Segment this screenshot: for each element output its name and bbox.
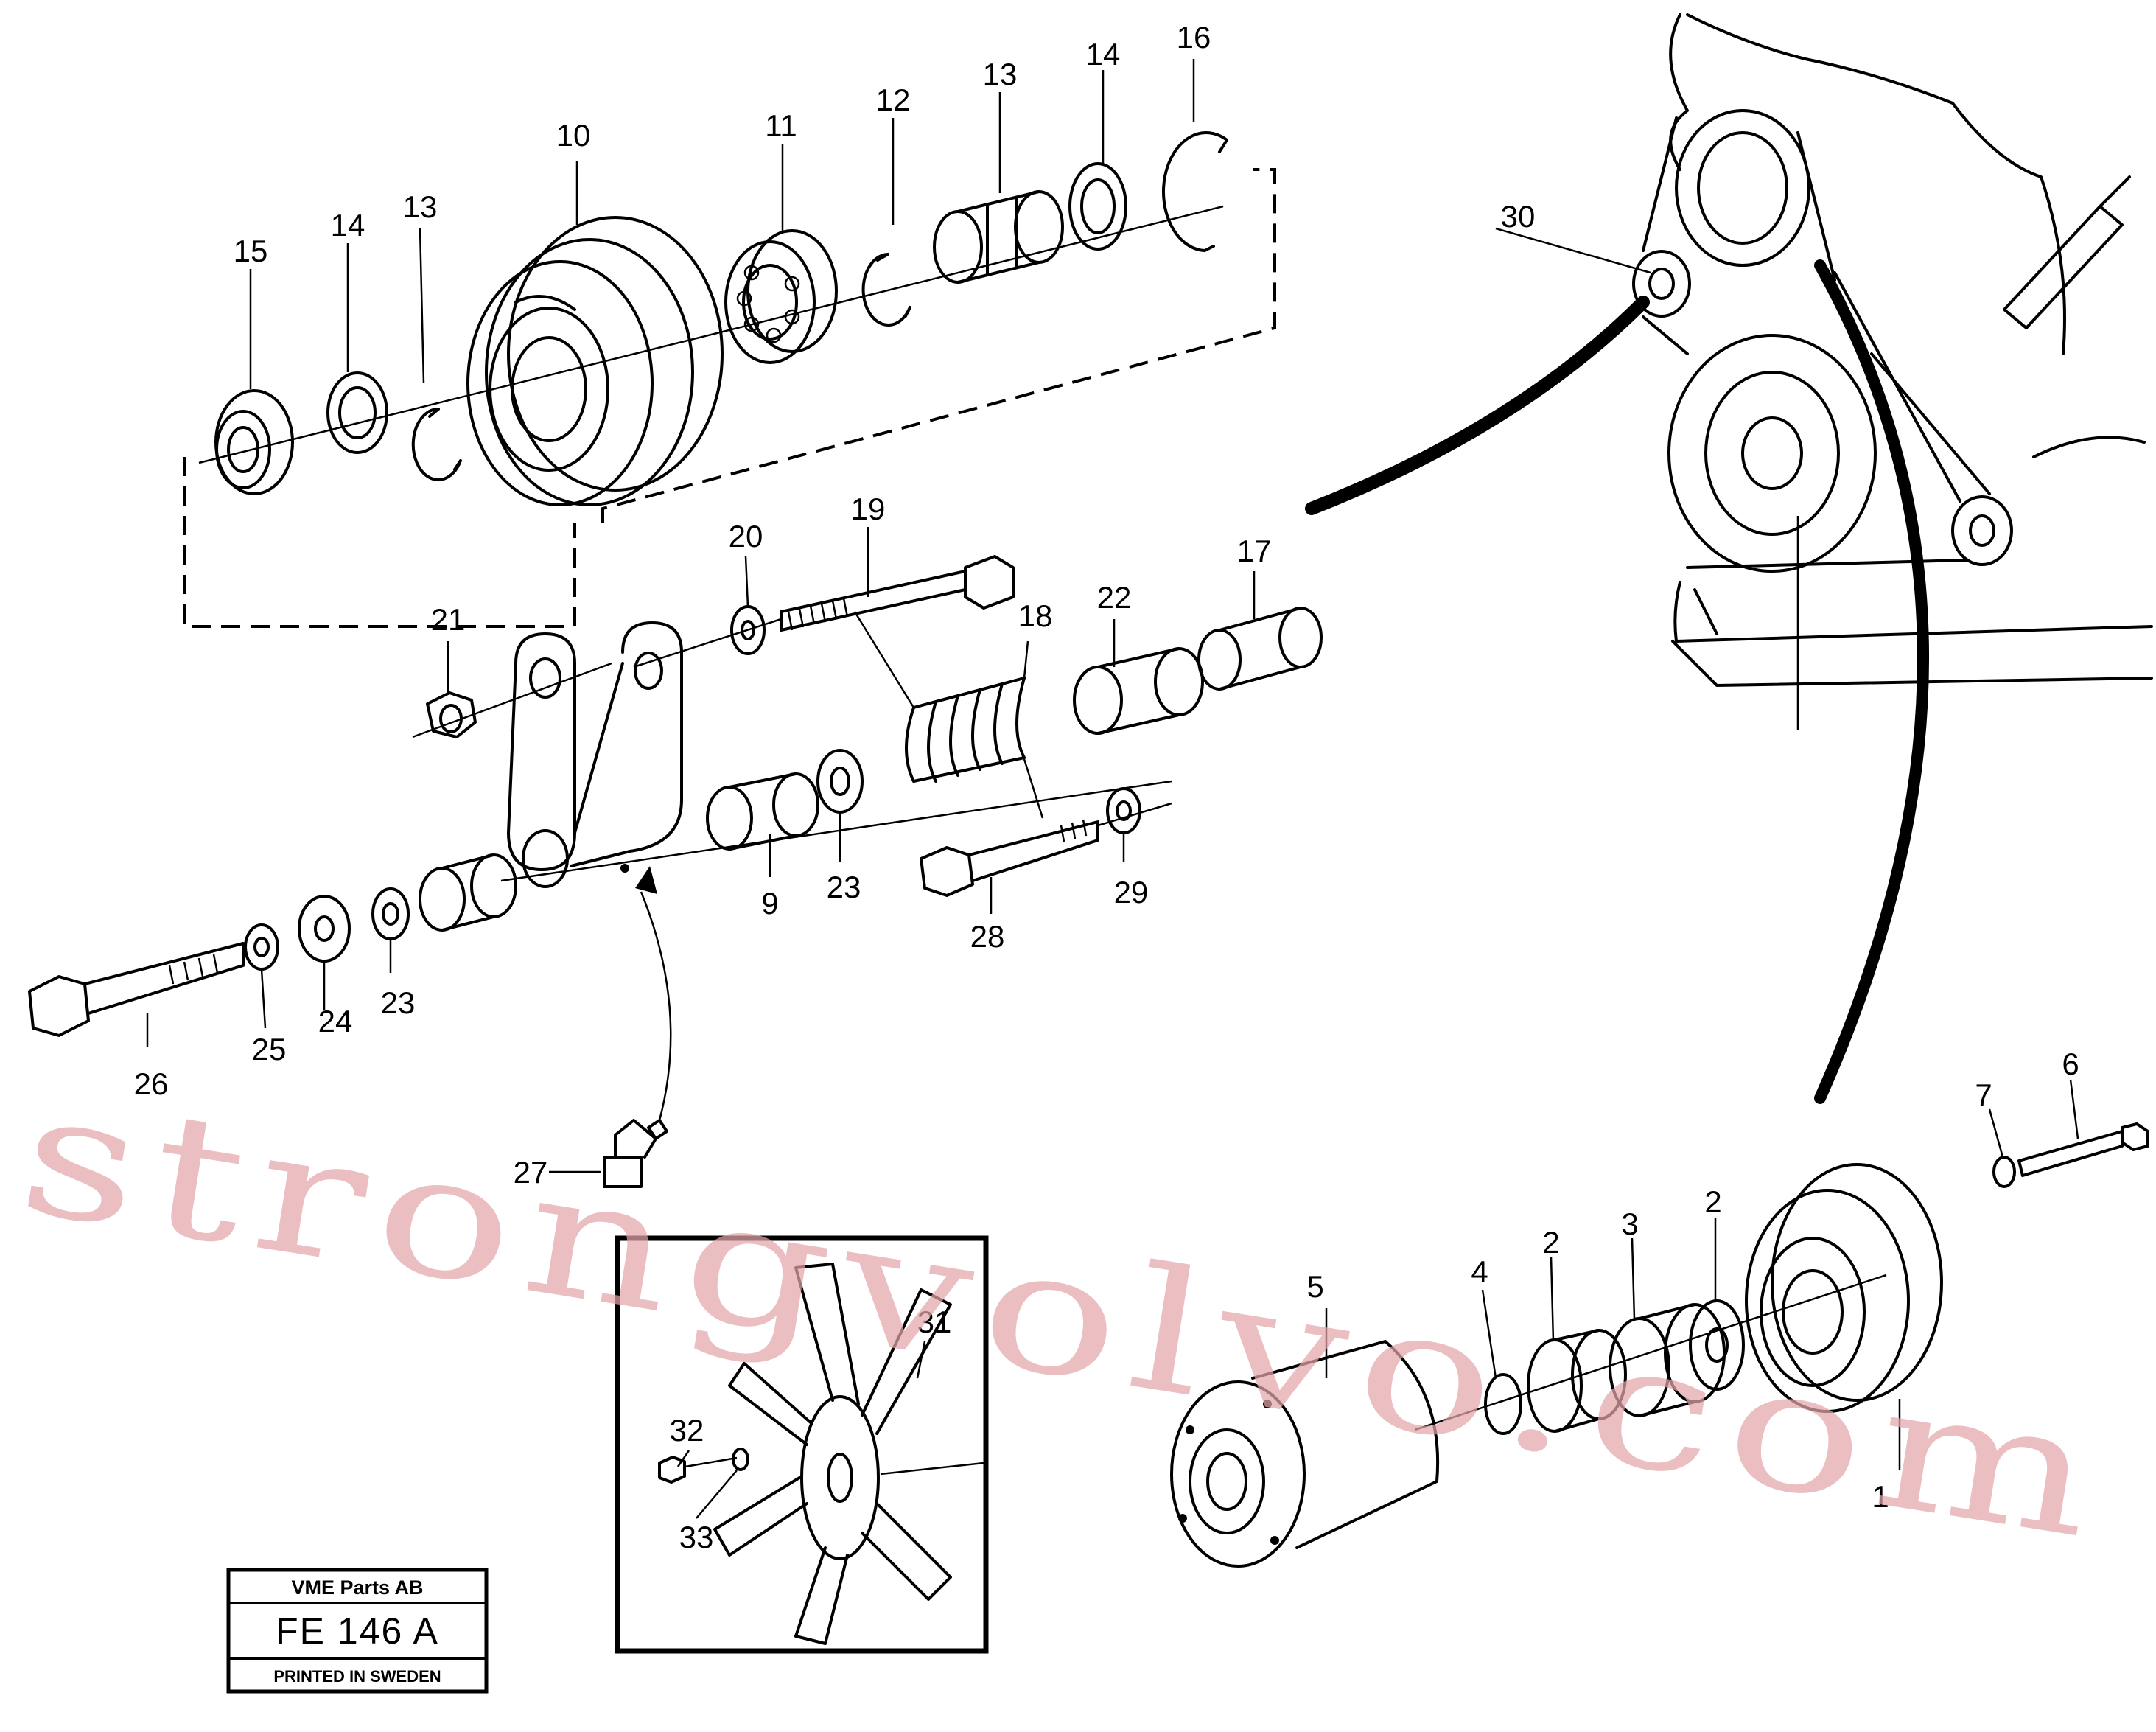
callout: 27 bbox=[514, 1155, 548, 1190]
stamp-printed: PRINTED IN SWEDEN bbox=[273, 1667, 441, 1686]
bolt-19 bbox=[780, 555, 1015, 632]
pulley-assembly-upper bbox=[183, 131, 1276, 628]
callout: 12 bbox=[876, 83, 911, 117]
seal-15 bbox=[214, 389, 294, 495]
bearing-11 bbox=[724, 229, 838, 364]
callout: 29 bbox=[1114, 875, 1149, 909]
bolt-26 bbox=[28, 942, 245, 1037]
ring-4 bbox=[1484, 1373, 1522, 1435]
bearing-3 bbox=[1609, 1303, 1726, 1417]
tensioner-arm bbox=[507, 621, 683, 888]
callout: 25 bbox=[252, 1032, 287, 1066]
circlip-16 bbox=[1162, 131, 1228, 252]
fan-inset bbox=[615, 1235, 989, 1654]
bushing-22 bbox=[1073, 647, 1204, 735]
bolt-28 bbox=[920, 802, 1172, 897]
engine-overview bbox=[1305, 13, 2153, 1104]
callout: 14 bbox=[1086, 37, 1121, 71]
nut-21 bbox=[426, 691, 477, 738]
sleeve-left bbox=[419, 853, 517, 932]
callout: 4 bbox=[1471, 1254, 1488, 1289]
spacer-2 bbox=[1527, 1329, 1627, 1433]
callouts: 1 2 2 3 4 5 6 7 9 10 11 12 13 13 14 14 1… bbox=[134, 20, 2079, 1554]
bearing-2 bbox=[1689, 1299, 1745, 1391]
washer-14-right bbox=[1068, 162, 1127, 251]
callout: 18 bbox=[1018, 598, 1053, 633]
callout: 2 bbox=[1704, 1184, 1721, 1219]
grease-nipple-27 bbox=[603, 1119, 668, 1188]
washer-7 bbox=[1992, 1156, 2016, 1188]
washer-25 bbox=[244, 923, 279, 971]
callout: 6 bbox=[2062, 1047, 2079, 1081]
callout: 28 bbox=[970, 919, 1005, 954]
callout: 20 bbox=[729, 519, 763, 554]
callout: 15 bbox=[234, 234, 268, 268]
callout: 1 bbox=[1872, 1479, 1889, 1514]
bushing-12 bbox=[933, 190, 1064, 284]
sleeve-17 bbox=[1197, 607, 1323, 691]
callout: 19 bbox=[851, 492, 886, 526]
washer-33 bbox=[732, 1448, 749, 1471]
callout: 10 bbox=[556, 118, 591, 153]
washer-23-right bbox=[816, 749, 864, 814]
washer-23-left bbox=[371, 887, 410, 940]
callout: 13 bbox=[403, 189, 438, 224]
pulley-10 bbox=[466, 216, 724, 506]
callout: 33 bbox=[679, 1520, 714, 1554]
callout: 16 bbox=[1177, 20, 1211, 55]
callout: 7 bbox=[1975, 1078, 1992, 1112]
callout: 23 bbox=[827, 870, 861, 904]
pulley-1 bbox=[1745, 1163, 1943, 1413]
leader-lines bbox=[146, 59, 2079, 1519]
housing-5 bbox=[1170, 1340, 1440, 1568]
stamp-box: VME Parts AB FE 146 A PRINTED IN SWEDEN bbox=[226, 1568, 489, 1694]
washer-14-left bbox=[326, 371, 388, 454]
circlip-13-left bbox=[411, 407, 462, 481]
callout: 23 bbox=[381, 985, 416, 1020]
callout: 26 bbox=[134, 1066, 169, 1101]
callout: 3 bbox=[1621, 1207, 1638, 1241]
callout: 14 bbox=[331, 208, 365, 242]
circlip-13-right bbox=[861, 253, 911, 327]
stamp-company: VME Parts AB bbox=[291, 1576, 423, 1599]
callout: 17 bbox=[1237, 534, 1272, 568]
fan-31 bbox=[713, 1263, 984, 1645]
callout: 2 bbox=[1542, 1225, 1559, 1260]
washer-29 bbox=[1106, 787, 1141, 834]
callout: 31 bbox=[917, 1305, 952, 1339]
fan-hub-assembly bbox=[1170, 1122, 2149, 1568]
callout: 5 bbox=[1306, 1269, 1323, 1304]
spring-18 bbox=[853, 611, 1044, 819]
watermark: strongvolvo.com bbox=[8, 1055, 2121, 1579]
stamp-figure-code: FE 146 A bbox=[276, 1610, 439, 1652]
callout: 9 bbox=[761, 886, 778, 921]
callout: 24 bbox=[318, 1004, 353, 1038]
tensioner-assembly bbox=[28, 555, 1323, 1188]
washer-24 bbox=[298, 895, 351, 963]
sleeve-9 bbox=[706, 772, 819, 851]
callout: 30 bbox=[1501, 199, 1536, 234]
bolt-6 bbox=[2017, 1122, 2149, 1177]
callout: 32 bbox=[670, 1413, 704, 1448]
callout: 13 bbox=[983, 57, 1018, 91]
callout: 11 bbox=[765, 108, 797, 143]
bolt-32 bbox=[658, 1456, 738, 1484]
callout: 22 bbox=[1097, 580, 1132, 615]
callout: 21 bbox=[431, 602, 466, 637]
